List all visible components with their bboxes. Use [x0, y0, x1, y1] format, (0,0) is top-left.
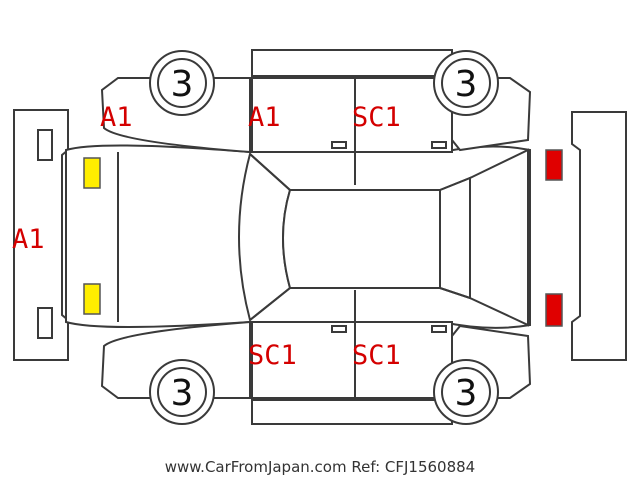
right-doors-panel — [251, 321, 453, 399]
rear-light-right — [545, 293, 563, 327]
watermark-ref: www.CarFromJapan.com Ref: CFJ1560884 — [164, 458, 476, 476]
damage-code-front-left-fender: A1 — [100, 102, 133, 133]
front-bumper — [13, 109, 69, 361]
left-rear-handle — [431, 141, 447, 149]
wheel-rear-right: 3 — [433, 359, 499, 425]
front-light-left — [83, 157, 101, 189]
rear-window — [439, 176, 471, 300]
tire-label-front-right: 3 — [171, 373, 194, 414]
left-roof-strip — [251, 49, 453, 77]
right-front-handle — [331, 325, 347, 333]
wheel-rear-left: 3 — [433, 50, 499, 116]
wheel-front-right: 3 — [149, 359, 215, 425]
trunk-lid — [469, 148, 529, 327]
left-doors-panel — [251, 77, 453, 153]
roof — [282, 189, 441, 289]
right-rear-handle — [431, 325, 447, 333]
damage-code-rear-right-door: SC1 — [352, 340, 401, 371]
damage-code-front-left-door: A1 — [248, 102, 281, 133]
wheel-front-left: 3 — [149, 50, 215, 116]
right-roof-strip — [251, 399, 453, 425]
damage-code-rear-left-door: SC1 — [352, 102, 401, 133]
front-light-right — [83, 283, 101, 315]
tire-label-rear-left: 3 — [455, 64, 478, 105]
left-front-handle — [331, 141, 347, 149]
damage-code-front-right-door: SC1 — [248, 340, 297, 371]
rear-bumper — [571, 111, 627, 361]
damage-code-front-bumper: A1 — [12, 224, 45, 255]
front-bumper-fog-upper — [37, 129, 53, 161]
tire-label-rear-right: 3 — [455, 373, 478, 414]
pillar-lines — [249, 153, 471, 321]
rear-light-left — [545, 149, 563, 181]
front-bumper-fog-lower — [37, 307, 53, 339]
tire-label-front-left: 3 — [171, 64, 194, 105]
